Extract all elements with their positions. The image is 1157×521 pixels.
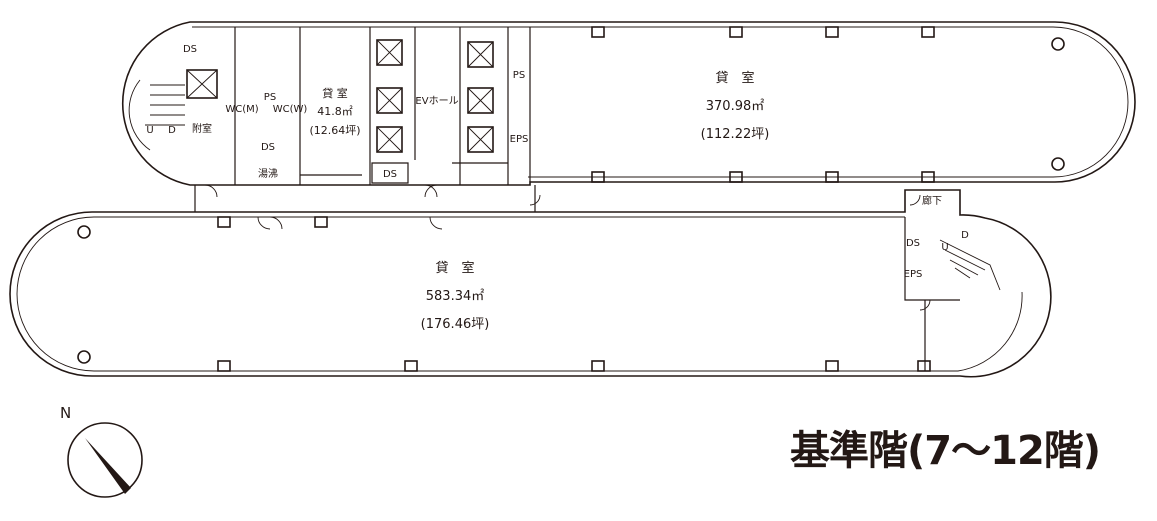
compass-north-letter: N: [60, 404, 72, 422]
elevator-4: [467, 41, 494, 68]
elevator-1: [376, 39, 403, 66]
elevator-6: [467, 126, 494, 153]
ps-label: PS: [513, 70, 525, 81]
elevator-2: [376, 87, 403, 114]
lower-wing-outer-wall: [9, 189, 1052, 378]
ds-label-core: DS: [261, 142, 275, 153]
ev-hall-label: EVホール: [415, 95, 458, 107]
left-stair: [128, 79, 185, 151]
floor-title: 基準階(7〜12階): [790, 428, 1101, 474]
office-small-name: 貸 室: [322, 86, 348, 100]
ds-label-right: DS: [906, 238, 920, 249]
north-arrow-icon: [85, 438, 131, 494]
kettle-label: 湯沸: [258, 167, 278, 180]
eps-label-right: EPS: [904, 269, 923, 280]
door-swings: [204, 184, 931, 311]
elevator-3: [376, 126, 403, 153]
upper-wing-inner-wall: [192, 26, 1129, 178]
office-upper-area: 370.98㎡: [706, 99, 765, 114]
stair-up-left: U: [146, 125, 153, 136]
corridor-label: 廊下: [922, 194, 942, 207]
office-upper-name: 貸 室: [715, 70, 754, 86]
lower-wing-inner-wall: [94, 216, 1023, 372]
connector-walls: [194, 185, 536, 212]
upper-wing-outer-wall: [121, 21, 1136, 186]
right-stair: [939, 239, 1001, 291]
annex-label: 附室: [192, 122, 212, 135]
office-upper-tsubo: (112.22坪): [701, 127, 770, 142]
office-small-tsubo: (12.64坪): [309, 124, 360, 137]
eps-label: EPS: [510, 134, 529, 145]
elevator-5: [467, 87, 494, 114]
ds-label-top-left: DS: [183, 44, 197, 55]
stair-down-right: D: [961, 230, 969, 241]
office-large-area: 583.34㎡: [426, 289, 485, 304]
office-small-area: 41.8㎡: [317, 105, 353, 118]
wc-women-label: WC(W): [273, 104, 308, 115]
ds-label-ev: DS: [383, 169, 397, 180]
compass-circle: [67, 422, 143, 498]
ps-label-core: PS: [264, 92, 276, 103]
stair-down-left: D: [168, 125, 176, 136]
core-partitions: [234, 27, 531, 185]
office-large-tsubo: (176.46坪): [421, 317, 490, 332]
stair-up-right: U: [941, 242, 948, 253]
wc-men-label: WC(M): [225, 104, 258, 115]
office-large-name: 貸 室: [435, 260, 474, 276]
